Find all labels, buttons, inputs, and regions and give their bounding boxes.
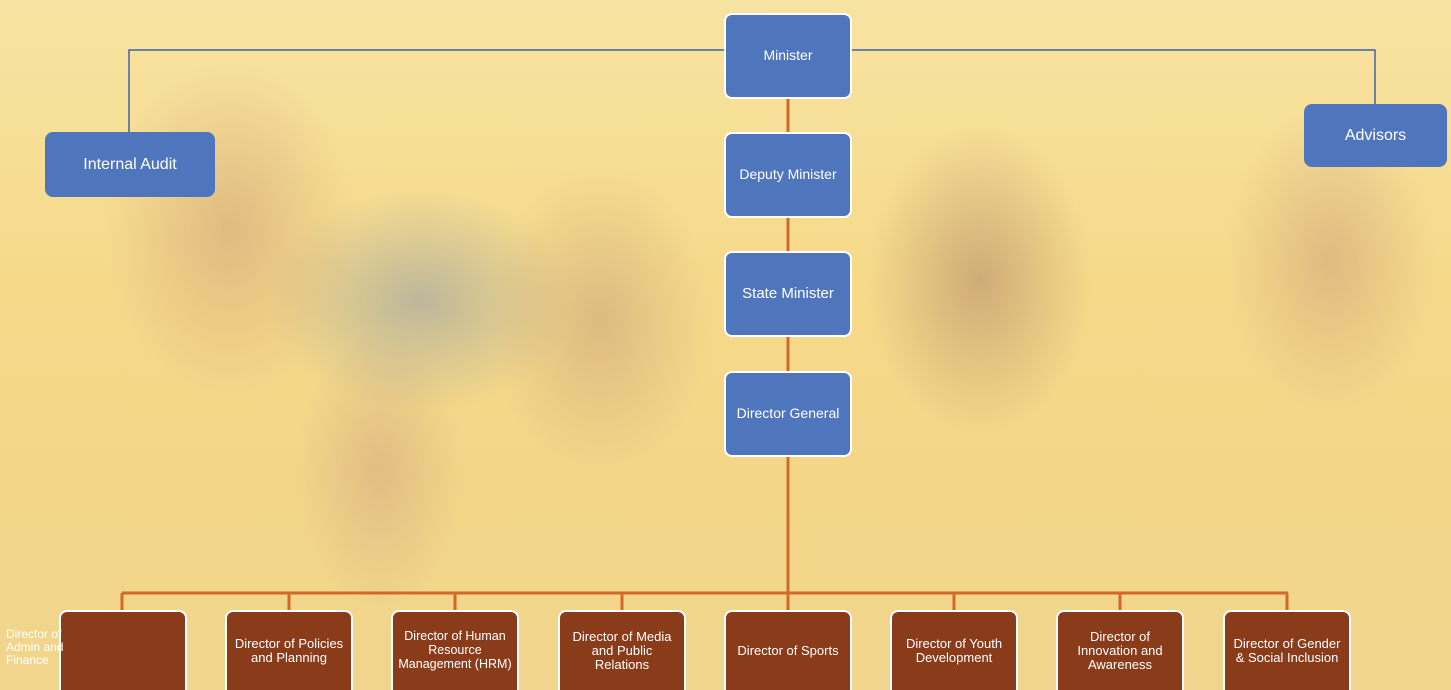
node-director-policies-planning-label: Director of Policies and Planning xyxy=(234,635,344,665)
node-director-media-pr: Director of Media and Public Relations xyxy=(558,610,686,690)
node-deputy-minister: Deputy Minister xyxy=(724,132,852,218)
node-director-innovation-awareness: Director of Innovation and Awareness xyxy=(1056,610,1184,690)
node-state-minister-label: State Minister xyxy=(742,284,834,302)
node-director-gender-social-inclusion: Director of Gender & Social Inclusion xyxy=(1223,610,1351,690)
node-director-youth-development: Director of Youth Development xyxy=(890,610,1018,690)
node-director-sports-label: Director of Sports xyxy=(737,642,839,658)
node-director-admin-finance xyxy=(59,610,187,690)
node-deputy-minister-label: Deputy Minister xyxy=(739,166,837,183)
node-internal-audit-label: Internal Audit xyxy=(83,155,177,173)
node-advisors: Advisors xyxy=(1304,104,1447,167)
node-minister-label: Minister xyxy=(763,47,813,64)
node-director-hrm: Director of Human Resource Management (H… xyxy=(391,610,519,690)
connector-advisors xyxy=(851,49,1376,104)
node-state-minister: State Minister xyxy=(724,251,852,337)
node-director-media-pr-label: Director of Media and Public Relations xyxy=(572,628,672,673)
node-director-innovation-awareness-label: Director of Innovation and Awareness xyxy=(1077,628,1163,673)
node-director-general-label: Director General xyxy=(736,405,840,422)
node-director-gender-social-inclusion-label: Director of Gender & Social Inclusion xyxy=(1233,635,1341,665)
node-director-admin-finance-label: Director of Admin and Finance xyxy=(6,627,64,668)
node-director-general: Director General xyxy=(724,371,852,457)
node-minister: Minister xyxy=(724,13,852,99)
node-internal-audit: Internal Audit xyxy=(45,132,215,197)
node-advisors-label: Advisors xyxy=(1344,126,1407,144)
connector-internal-audit xyxy=(128,49,725,133)
node-director-policies-planning: Director of Policies and Planning xyxy=(225,610,353,690)
node-director-youth-development-label: Director of Youth Development xyxy=(905,635,1003,665)
node-director-sports: Director of Sports xyxy=(724,610,852,690)
node-director-hrm-label: Director of Human Resource Management (H… xyxy=(398,629,512,671)
